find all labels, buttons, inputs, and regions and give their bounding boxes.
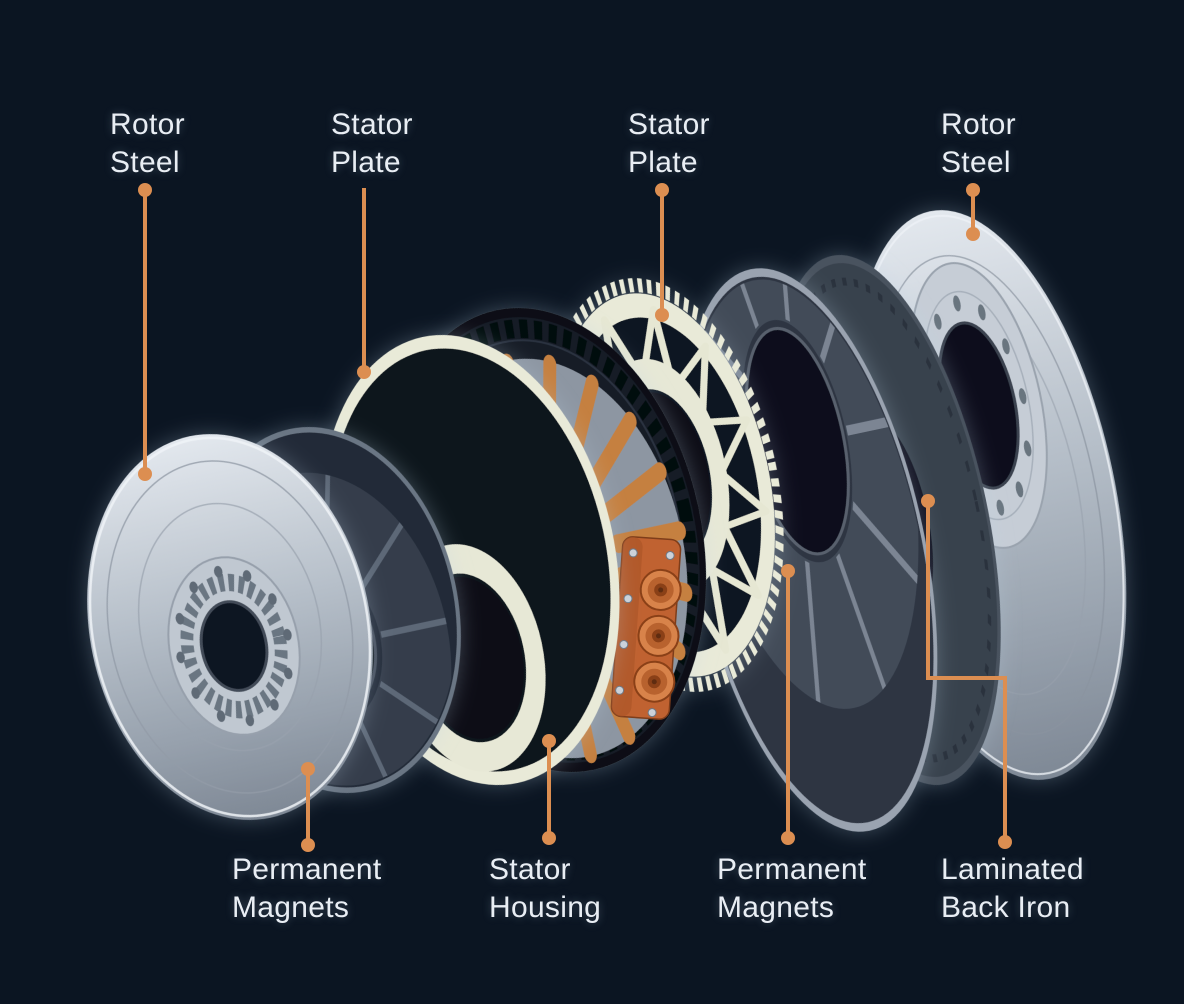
label-line: Stator bbox=[628, 108, 710, 141]
label-line: Steel bbox=[110, 146, 180, 179]
label-line: Rotor bbox=[941, 108, 1016, 141]
label-stator-plate-left: Stator Plate bbox=[331, 106, 413, 182]
label-line: Laminated bbox=[941, 853, 1084, 886]
label-line: Permanent bbox=[717, 853, 867, 886]
connector-bolts bbox=[615, 548, 675, 718]
label-line: Rotor bbox=[110, 108, 185, 141]
label-rotor-steel-right: Rotor Steel bbox=[941, 106, 1016, 182]
label-line: Magnets bbox=[717, 891, 835, 924]
label-line: Plate bbox=[628, 146, 698, 179]
leader-stator-plate-right bbox=[655, 183, 669, 322]
leader-laminated-back-iron bbox=[921, 494, 1012, 849]
leader-stator-plate-left bbox=[357, 188, 371, 379]
label-line: Steel bbox=[941, 146, 1011, 179]
label-line: Back Iron bbox=[941, 891, 1071, 924]
label-line: Housing bbox=[489, 891, 602, 924]
hv-connector-block bbox=[610, 536, 682, 720]
connector-terminals bbox=[633, 568, 682, 703]
leader-rotor-steel-left bbox=[138, 183, 152, 481]
label-line: Permanent bbox=[232, 853, 382, 886]
leader-stator-housing bbox=[542, 734, 556, 845]
label-line: Magnets bbox=[232, 891, 350, 924]
label-rotor-steel-left: Rotor Steel bbox=[110, 106, 185, 182]
label-laminated-back-iron: Laminated Back Iron bbox=[941, 851, 1084, 927]
label-stator-plate-right: Stator Plate bbox=[628, 106, 710, 182]
label-line: Stator bbox=[489, 853, 571, 886]
label-line: Stator bbox=[331, 108, 413, 141]
label-permanent-magnets-right: Permanent Magnets bbox=[717, 851, 866, 927]
rotor-hub bbox=[152, 545, 315, 747]
leader-permanent-magnets-left bbox=[301, 762, 315, 852]
label-stator-housing: Stator Housing bbox=[489, 851, 601, 927]
leader-permanent-magnets-right bbox=[781, 564, 795, 845]
leader-lines bbox=[138, 183, 1012, 852]
leader-rotor-steel-right bbox=[966, 183, 980, 241]
bolt-holes bbox=[175, 565, 293, 727]
rotor-steel-disc-left bbox=[87, 434, 373, 820]
label-permanent-magnets-left: Permanent Magnets bbox=[232, 851, 381, 927]
label-line: Plate bbox=[331, 146, 401, 179]
